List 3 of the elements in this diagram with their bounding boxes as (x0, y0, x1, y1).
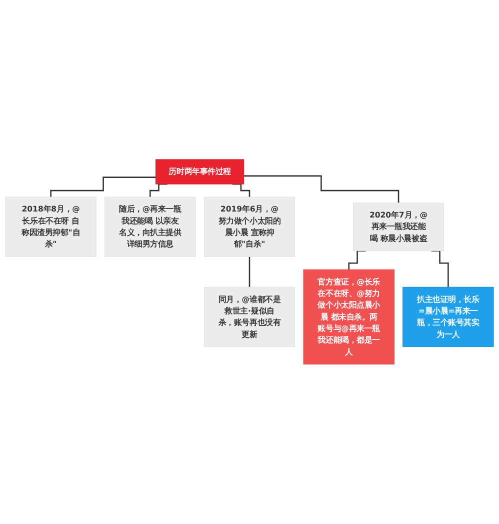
connector (50, 176, 156, 198)
connector (244, 175, 400, 204)
connector (248, 256, 250, 288)
